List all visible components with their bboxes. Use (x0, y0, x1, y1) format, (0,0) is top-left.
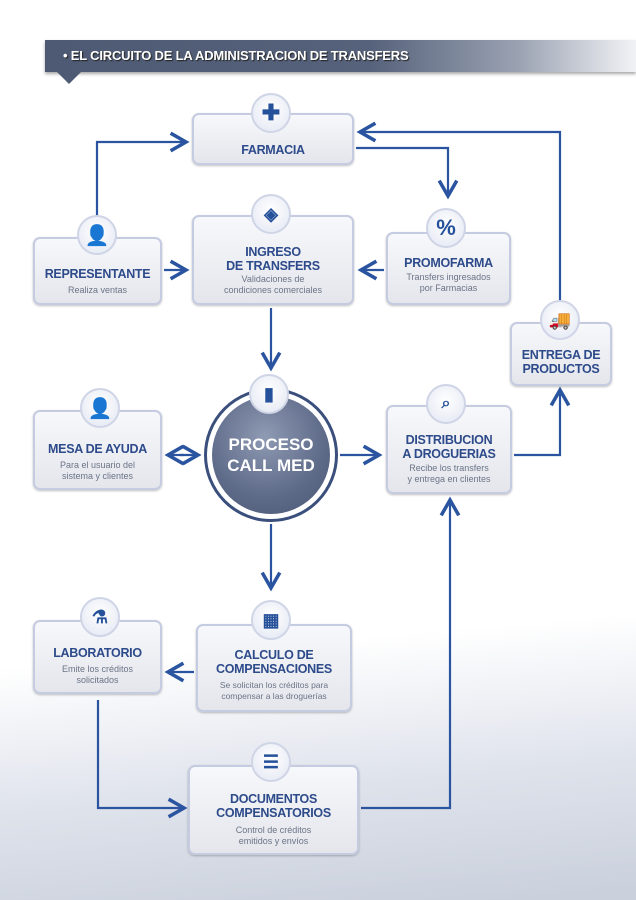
distribucion-title-2: A DROGUERIAS (402, 447, 496, 461)
header-title: • EL CIRCUITO DE LA ADMINISTRACION DE TR… (63, 48, 409, 63)
representante-sub: Realiza ventas (67, 285, 128, 295)
arrow-entrega-farmacia (356, 121, 562, 302)
mesa-title: MESA DE AYUDA (48, 442, 147, 456)
percent-icon: % (426, 208, 466, 248)
calculo-sub-2: compensar a las droguerías (221, 691, 327, 701)
arrow-representante-farmacia (95, 131, 190, 222)
headset-user-icon: 👤 (80, 388, 120, 428)
distribucion-sub-2: y entrega en clientes (407, 474, 491, 484)
documentos-sub-2: emitidos y envíos (238, 836, 309, 846)
arrow-documentos-distribucion (361, 496, 461, 810)
promofarma-sub-2: por Farmacias (419, 283, 478, 293)
calculo-title-2: COMPENSACIONES (216, 662, 332, 676)
document-list-icon: ☰ (251, 742, 291, 782)
truck-icon: 🚚 (540, 300, 580, 340)
sales-rep-icon: 👤 (77, 215, 117, 255)
plus-icon: ✚ (251, 93, 291, 133)
mesa-sub-2: sistema y clientes (61, 471, 134, 481)
calculo-title-1: CALCULO DE (234, 648, 314, 662)
documentos-sub-1: Control de créditos (235, 825, 312, 835)
distribucion-title-1: DISTRIBUCION (405, 433, 493, 447)
documentos-title-1: DOCUMENTOS (229, 792, 318, 806)
documentos-title-2: COMPENSATORIOS (216, 806, 331, 820)
flask-icon: ⚗ (80, 597, 120, 637)
scanner-icon: ⌕ (426, 384, 466, 424)
laboratorio-sub-1: Emite los créditos (61, 664, 134, 674)
calculo-sub-1: Se solicitan los créditos para (219, 680, 329, 690)
entrega-title-1: ENTREGA DE (521, 348, 601, 362)
laboratorio-sub-2: solicitados (76, 675, 119, 685)
arrow-laboratorio-documentos (96, 700, 188, 819)
section-header: • EL CIRCUITO DE LA ADMINISTRACION DE TR… (45, 40, 636, 84)
mesa-sub-1: Para el usuario del (59, 460, 136, 470)
header-notch (57, 72, 81, 84)
ingreso-sub-1: Validaciones de (241, 274, 305, 284)
ingreso-title-1: INGRESO (245, 245, 301, 259)
farmacia-title: FARMACIA (241, 143, 305, 157)
arrow-distribucion-entrega (514, 386, 571, 457)
arrow-farmacia-promofarma (356, 146, 459, 200)
promofarma-sub-1: Transfers ingresados (406, 272, 491, 282)
promofarma-title: PROMOFARMA (404, 256, 493, 270)
ingreso-title-2: DE TRANSFERS (226, 259, 320, 273)
proceso-title-1: PROCESO (228, 435, 314, 454)
calculator-icon: ▦ (251, 600, 291, 640)
proceso-title-2: CALL MED (227, 456, 315, 475)
cards-icon: ◈ (251, 194, 291, 234)
distribucion-sub-1: Recibe los transfers (409, 463, 489, 473)
representante-title: REPRESENTANTE (44, 267, 151, 281)
server-icon: ▮ (249, 374, 289, 414)
node-documentos: DOCUMENTOS COMPENSATORIOS Control de cré… (188, 765, 359, 855)
ingreso-sub-2: condiciones comerciales (223, 285, 323, 295)
entrega-title-2: PRODUCTOS (522, 362, 600, 376)
laboratorio-title: LABORATORIO (53, 646, 142, 660)
node-entrega: ENTREGA DE PRODUCTOS (510, 322, 612, 386)
node-ingreso: INGRESO DE TRANSFERS Validaciones de con… (192, 215, 354, 305)
